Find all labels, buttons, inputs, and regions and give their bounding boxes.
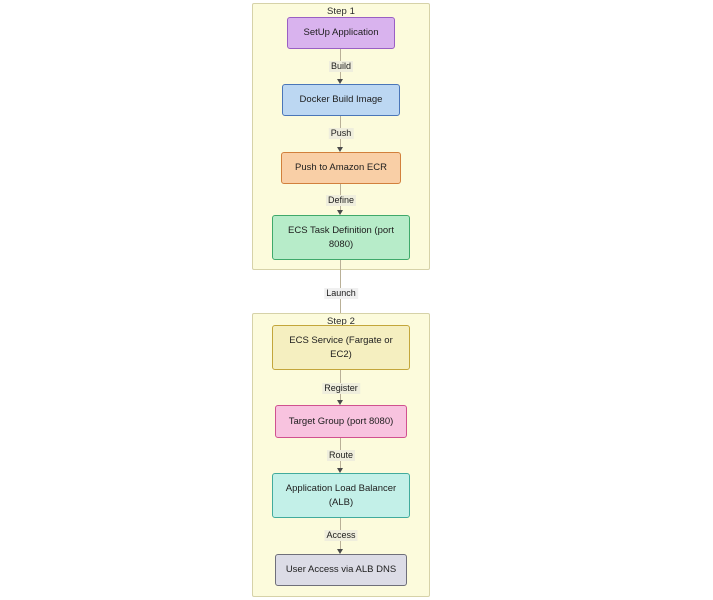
node-ecs-service-label: ECS Service (Fargate or EC2) [289, 334, 393, 360]
subgraph-step-2-label: Step 2 [326, 316, 356, 327]
node-docker-build-image-label: Docker Build Image [299, 94, 383, 106]
edge-docker-to-ecr-arrowhead [337, 147, 343, 152]
edge-label-register: Register [322, 383, 360, 394]
node-push-to-amazon-ecr[interactable]: Push to Amazon ECR [281, 152, 401, 184]
edge-label-access: Access [324, 530, 358, 541]
node-user-access-alb-dns-label: User Access via ALB DNS [285, 564, 397, 576]
node-application-load-balancer-label: Application Load Balancer (ALB) [285, 482, 397, 508]
node-setup-application-label: SetUp Application [303, 27, 379, 39]
node-setup-application[interactable]: SetUp Application [287, 17, 395, 49]
node-target-group[interactable]: Target Group (port 8080) [275, 405, 407, 438]
edge-alb-to-user-arrowhead [337, 549, 343, 554]
node-user-access-alb-dns[interactable]: User Access via ALB DNS [275, 554, 407, 586]
edge-label-route: Route [326, 450, 356, 461]
node-push-to-amazon-ecr-label: Push to Amazon ECR [295, 162, 387, 174]
node-target-group-label: Target Group (port 8080) [288, 415, 394, 427]
node-ecs-task-definition-label: ECS Task Definition (port 8080) [288, 224, 394, 250]
edge-targetgroup-to-alb-arrowhead [337, 468, 343, 473]
node-ecs-service[interactable]: ECS Service (Fargate or EC2) [272, 325, 410, 370]
edge-service-to-targetgroup-arrowhead [337, 400, 343, 405]
edge-label-build: Build [328, 61, 354, 72]
edge-label-push: Push [328, 128, 354, 139]
edge-label-define: Define [325, 195, 357, 206]
subgraph-step-1-label: Step 1 [326, 6, 356, 17]
node-ecs-task-definition[interactable]: ECS Task Definition (port 8080) [272, 215, 410, 260]
edge-ecr-to-taskdef-arrowhead [337, 210, 343, 215]
node-application-load-balancer[interactable]: Application Load Balancer (ALB) [272, 473, 410, 518]
edge-setup-to-docker-arrowhead [337, 79, 343, 84]
edge-label-launch: Launch [324, 288, 358, 299]
node-docker-build-image[interactable]: Docker Build Image [282, 84, 400, 116]
